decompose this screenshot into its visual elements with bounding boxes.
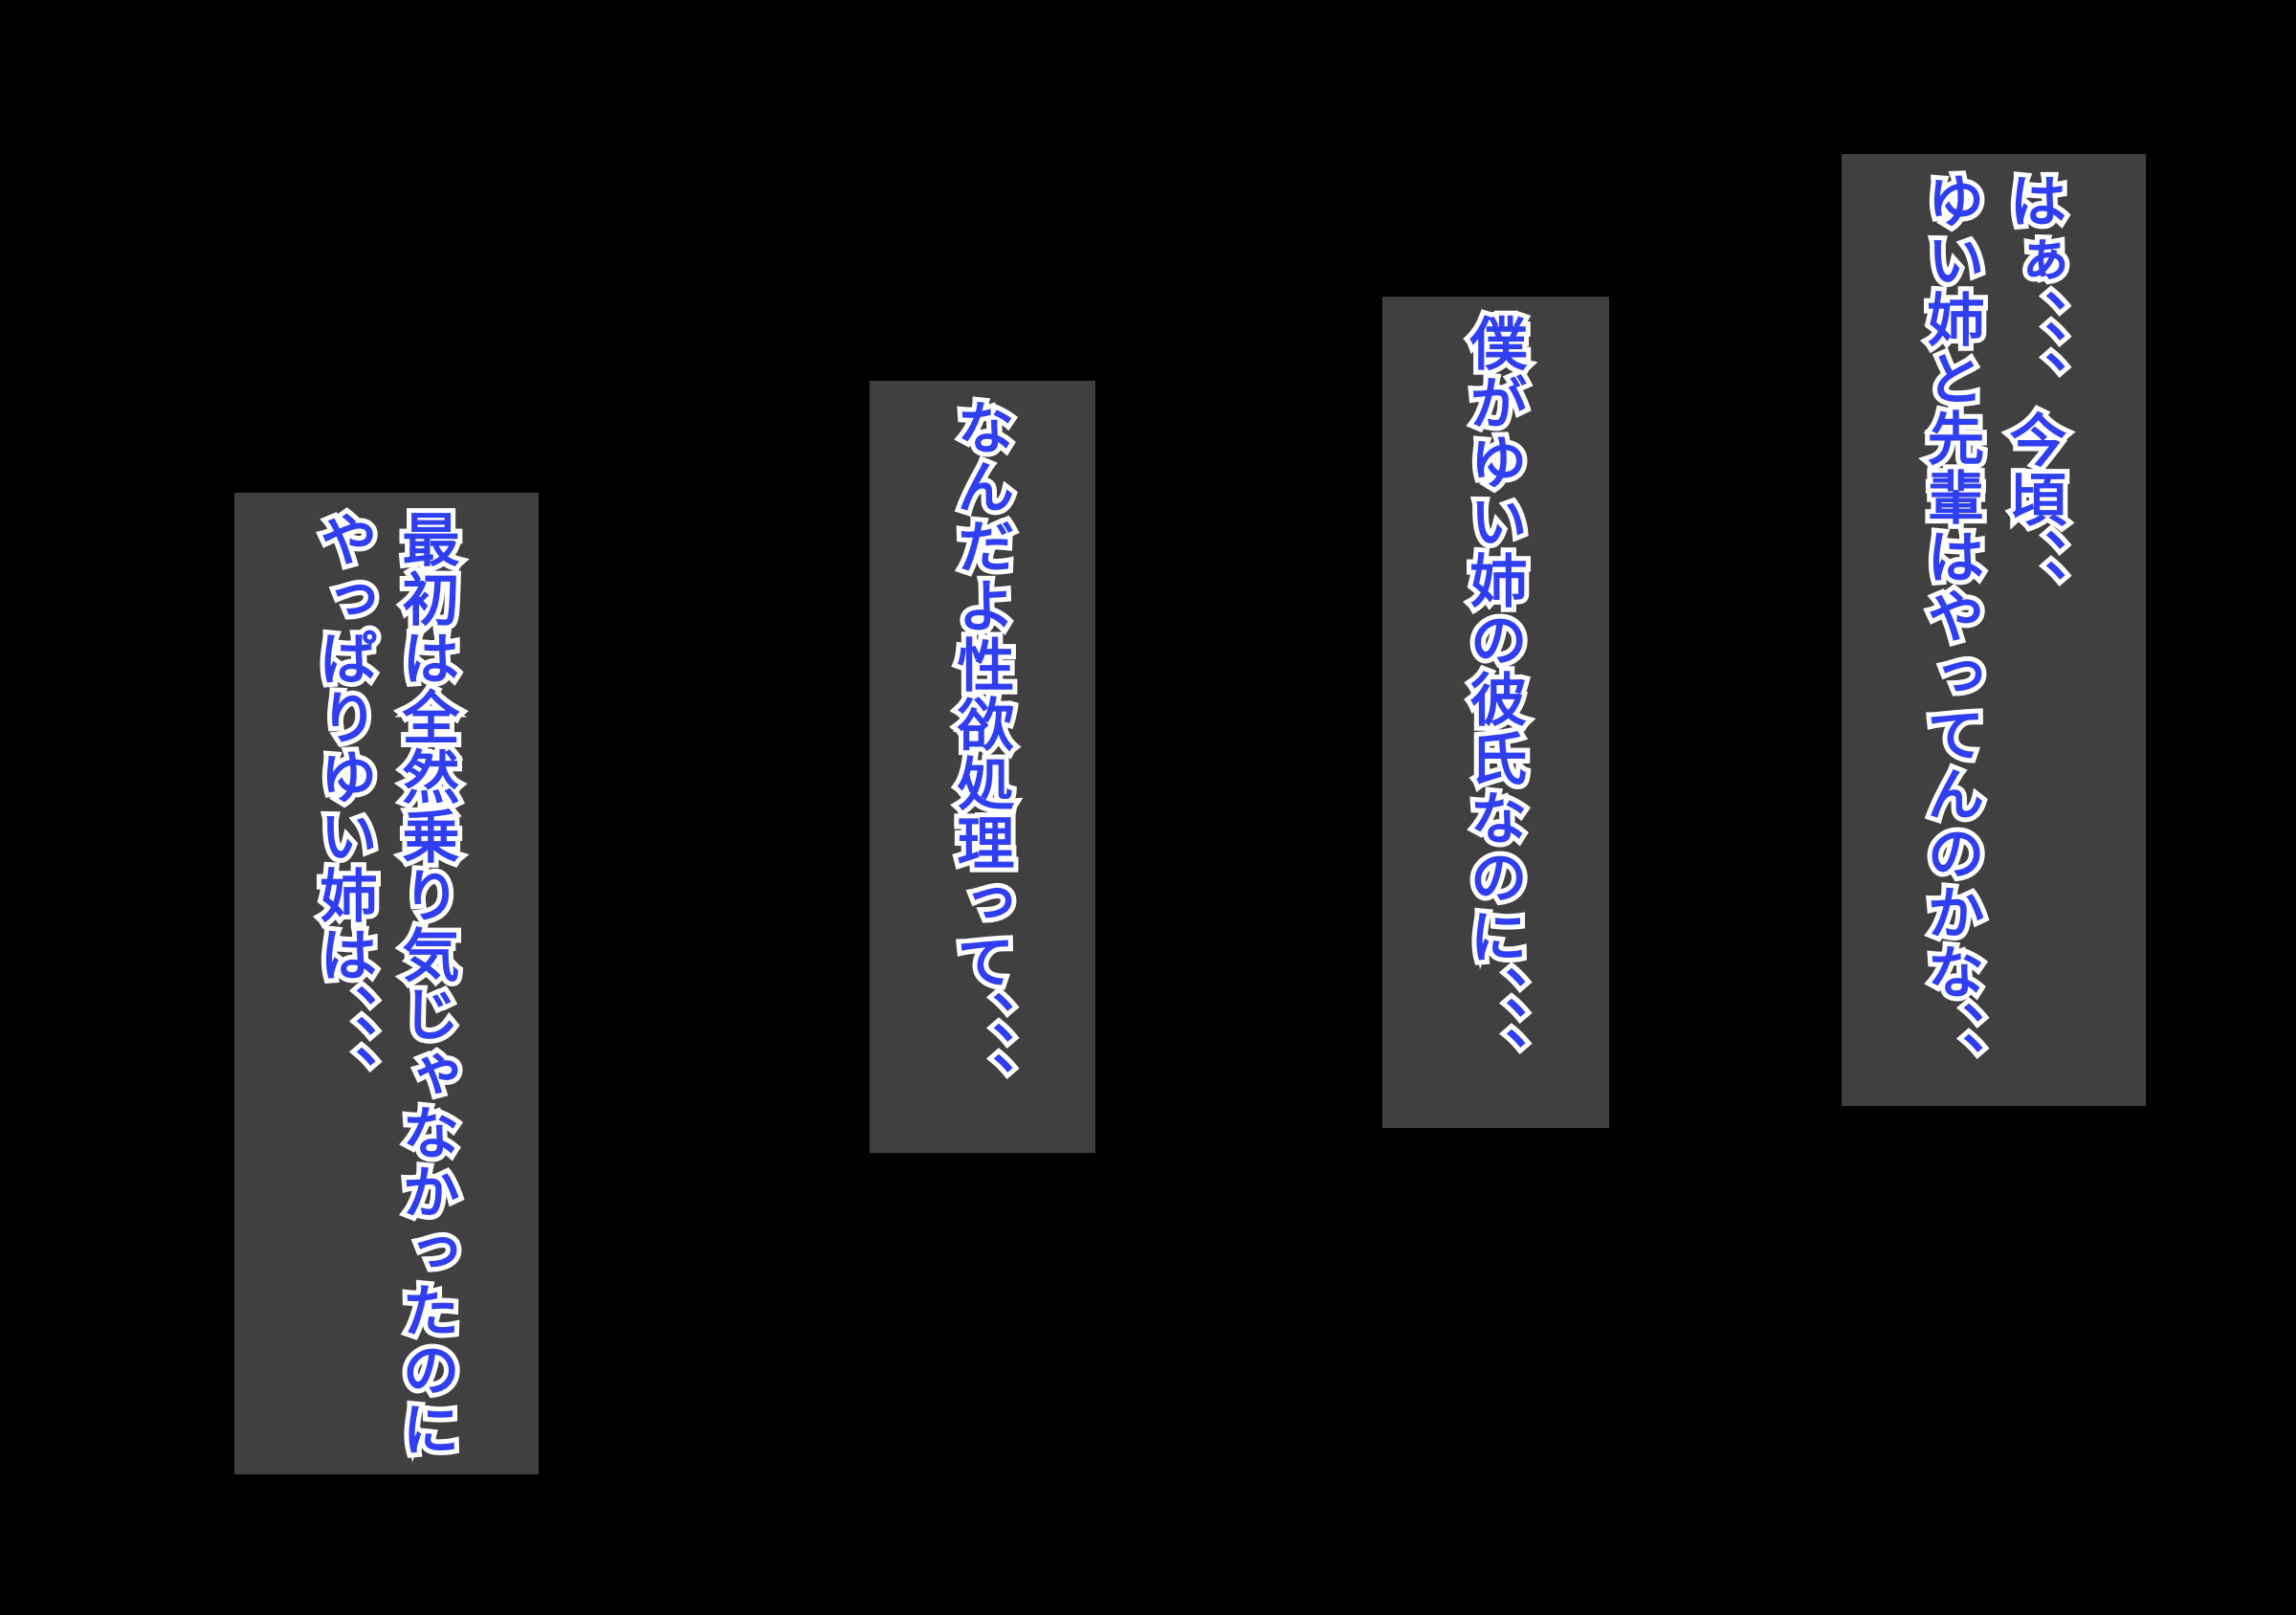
dialogue-line: 最初は全然乗り気じゃなかったのに <box>387 505 464 1464</box>
dialogue-line: ゆい姉と先輩はやってんのかな、、 <box>1912 166 1989 1096</box>
dialogue-line: はぁ、、、今頃、、 <box>1995 166 2071 624</box>
dialogue-box-1: はぁ、、、今頃、、 ゆい姉と先輩はやってんのかな、、 <box>1842 154 2146 1106</box>
dialogue-line: なんだよ性欲処理って、、、 <box>942 393 1019 1117</box>
dialogue-box-4: 最初は全然乗り気じゃなかったのに やっぱりゆい姉は、、、 <box>234 493 539 1474</box>
dialogue-line: 僕がゆい姉の彼氏なのに、、、 <box>1455 309 1532 1092</box>
dialogue-box-2: 僕がゆい姉の彼氏なのに、、、 <box>1382 297 1609 1128</box>
dialogue-line: やっぱりゆい姉は、、、 <box>305 505 382 1110</box>
dialogue-box-3: なんだよ性欲処理って、、、 <box>870 381 1095 1153</box>
